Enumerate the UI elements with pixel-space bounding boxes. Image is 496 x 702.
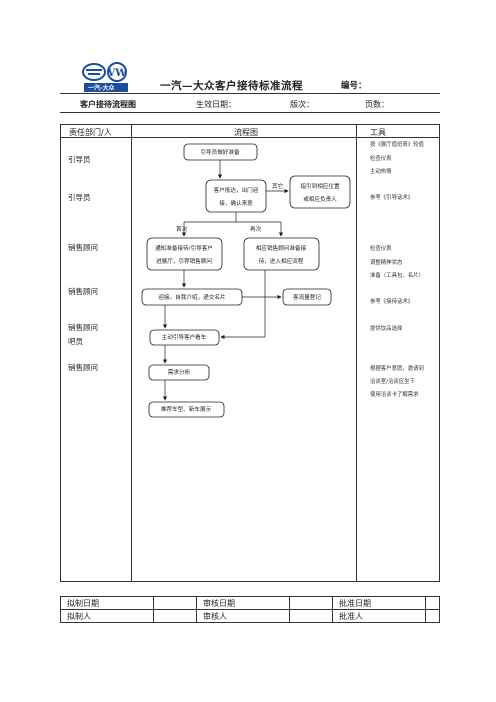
tool-note: 主动热情 <box>370 169 392 175</box>
tool-note: 调整精神状态 <box>370 260 403 266</box>
logo-text: 一汽-大众 <box>88 85 115 92</box>
reviewer-label: 审核人 <box>196 609 290 623</box>
node-text: 待，进入相应流程 <box>259 257 304 265</box>
tool-note: 准备（工具包、名片） <box>370 273 424 279</box>
node-text: 指引到相应位置 <box>300 182 340 190</box>
tool-note: 提供饮品选择 <box>370 326 403 332</box>
approve-date-label: 批准日期 <box>332 596 426 610</box>
tool-note: 使用洽谈卡了解需求 <box>370 392 419 398</box>
faw-vw-logo: VW 一汽-大众 <box>80 60 132 94</box>
node-text: 迎接，自我介绍，递交名片 <box>158 293 226 301</box>
code-label: 编号： <box>341 81 367 91</box>
process-label: 客户接待流程图 <box>80 99 136 109</box>
node-text: 主动引导客户看车 <box>162 333 207 341</box>
node-text: 引导员做好准备 <box>200 148 240 156</box>
flow-table: 责任部门/人 流程图 工具 引导员 引导员 销售顾问 销售顾问 销售顾问 吧员 … <box>60 124 440 582</box>
node-box <box>282 288 332 306</box>
role-label: 引导员 <box>68 155 91 164</box>
node-box <box>149 329 220 346</box>
node-box <box>183 143 258 161</box>
sub-rule <box>60 112 440 113</box>
review-date-value[interactable] <box>289 596 333 610</box>
drafter-value[interactable] <box>153 609 197 623</box>
node-text: 进展厅，引荐销售顾问 <box>156 257 212 265</box>
node-box <box>146 237 223 271</box>
branch-label: 再次 <box>250 225 262 233</box>
tool-note: 参考《接待话术》 <box>370 299 414 305</box>
role-label: 销售顾问 <box>68 243 98 252</box>
node-text: 接，确认来意 <box>219 199 253 207</box>
tool-note: 检查仪表 <box>370 246 392 252</box>
col-header-flow: 流程图 <box>234 128 258 137</box>
draft-date-label: 拟制日期 <box>60 596 154 610</box>
node-box <box>205 179 267 213</box>
review-date-label: 审核日期 <box>196 596 290 610</box>
node-text: 客户抵达，出门迎 <box>214 186 259 194</box>
signature-table: 拟制日期 审核日期 批准日期 拟制人 审核人 批准人 <box>60 596 440 623</box>
role-label: 销售顾问 <box>68 287 98 296</box>
col-header-dept: 责任部门/人 <box>69 128 112 137</box>
tool-note: 检查仪表 <box>370 156 392 162</box>
node-text: 需求分析 <box>168 368 191 376</box>
draft-date-value[interactable] <box>153 596 197 610</box>
version-label: 版次： <box>290 100 314 109</box>
node-text: 或相应负责人 <box>303 195 337 203</box>
branch-label: 首次 <box>176 225 188 233</box>
node-box <box>289 175 351 209</box>
approver-value[interactable] <box>425 609 440 623</box>
col-header-tools: 工具 <box>370 128 386 137</box>
node-text: 客流量登记 <box>293 293 321 301</box>
node-box <box>243 237 320 271</box>
branch-label: 其它 <box>272 182 284 190</box>
tool-note: 根据客户意愿，邀请到 <box>370 366 424 372</box>
svg-text:VW: VW <box>107 68 128 79</box>
tool-note: 洽谈室/洽谈区坐下 <box>370 379 415 385</box>
node-box <box>148 401 225 418</box>
reviewer-value[interactable] <box>289 609 333 623</box>
node-box <box>148 364 210 381</box>
page-title: 一汽—大众客户接待标准流程 <box>160 80 303 92</box>
role-label: 销售顾问 <box>68 323 98 332</box>
role-label: 销售顾问 <box>68 363 98 372</box>
node-text: 通知准备接待/引导客户 <box>155 244 213 252</box>
role-label: 吧员 <box>68 337 83 346</box>
approver-label: 批准人 <box>332 609 426 623</box>
node-text: 相应销售顾问准备接 <box>256 244 307 252</box>
approve-date-value[interactable] <box>425 596 440 610</box>
drafter-label: 拟制人 <box>60 609 154 623</box>
tool-note: 参考《引导话术》 <box>370 195 414 201</box>
tool-note: 按《展厅值班表》轮值 <box>370 142 424 148</box>
role-label: 引导员 <box>68 193 91 202</box>
title-rule <box>60 93 440 94</box>
effective-date-label: 生效日期： <box>196 100 236 109</box>
node-text: 推荐车型、新车展示 <box>161 405 212 413</box>
page-count-label: 页数： <box>365 100 389 109</box>
